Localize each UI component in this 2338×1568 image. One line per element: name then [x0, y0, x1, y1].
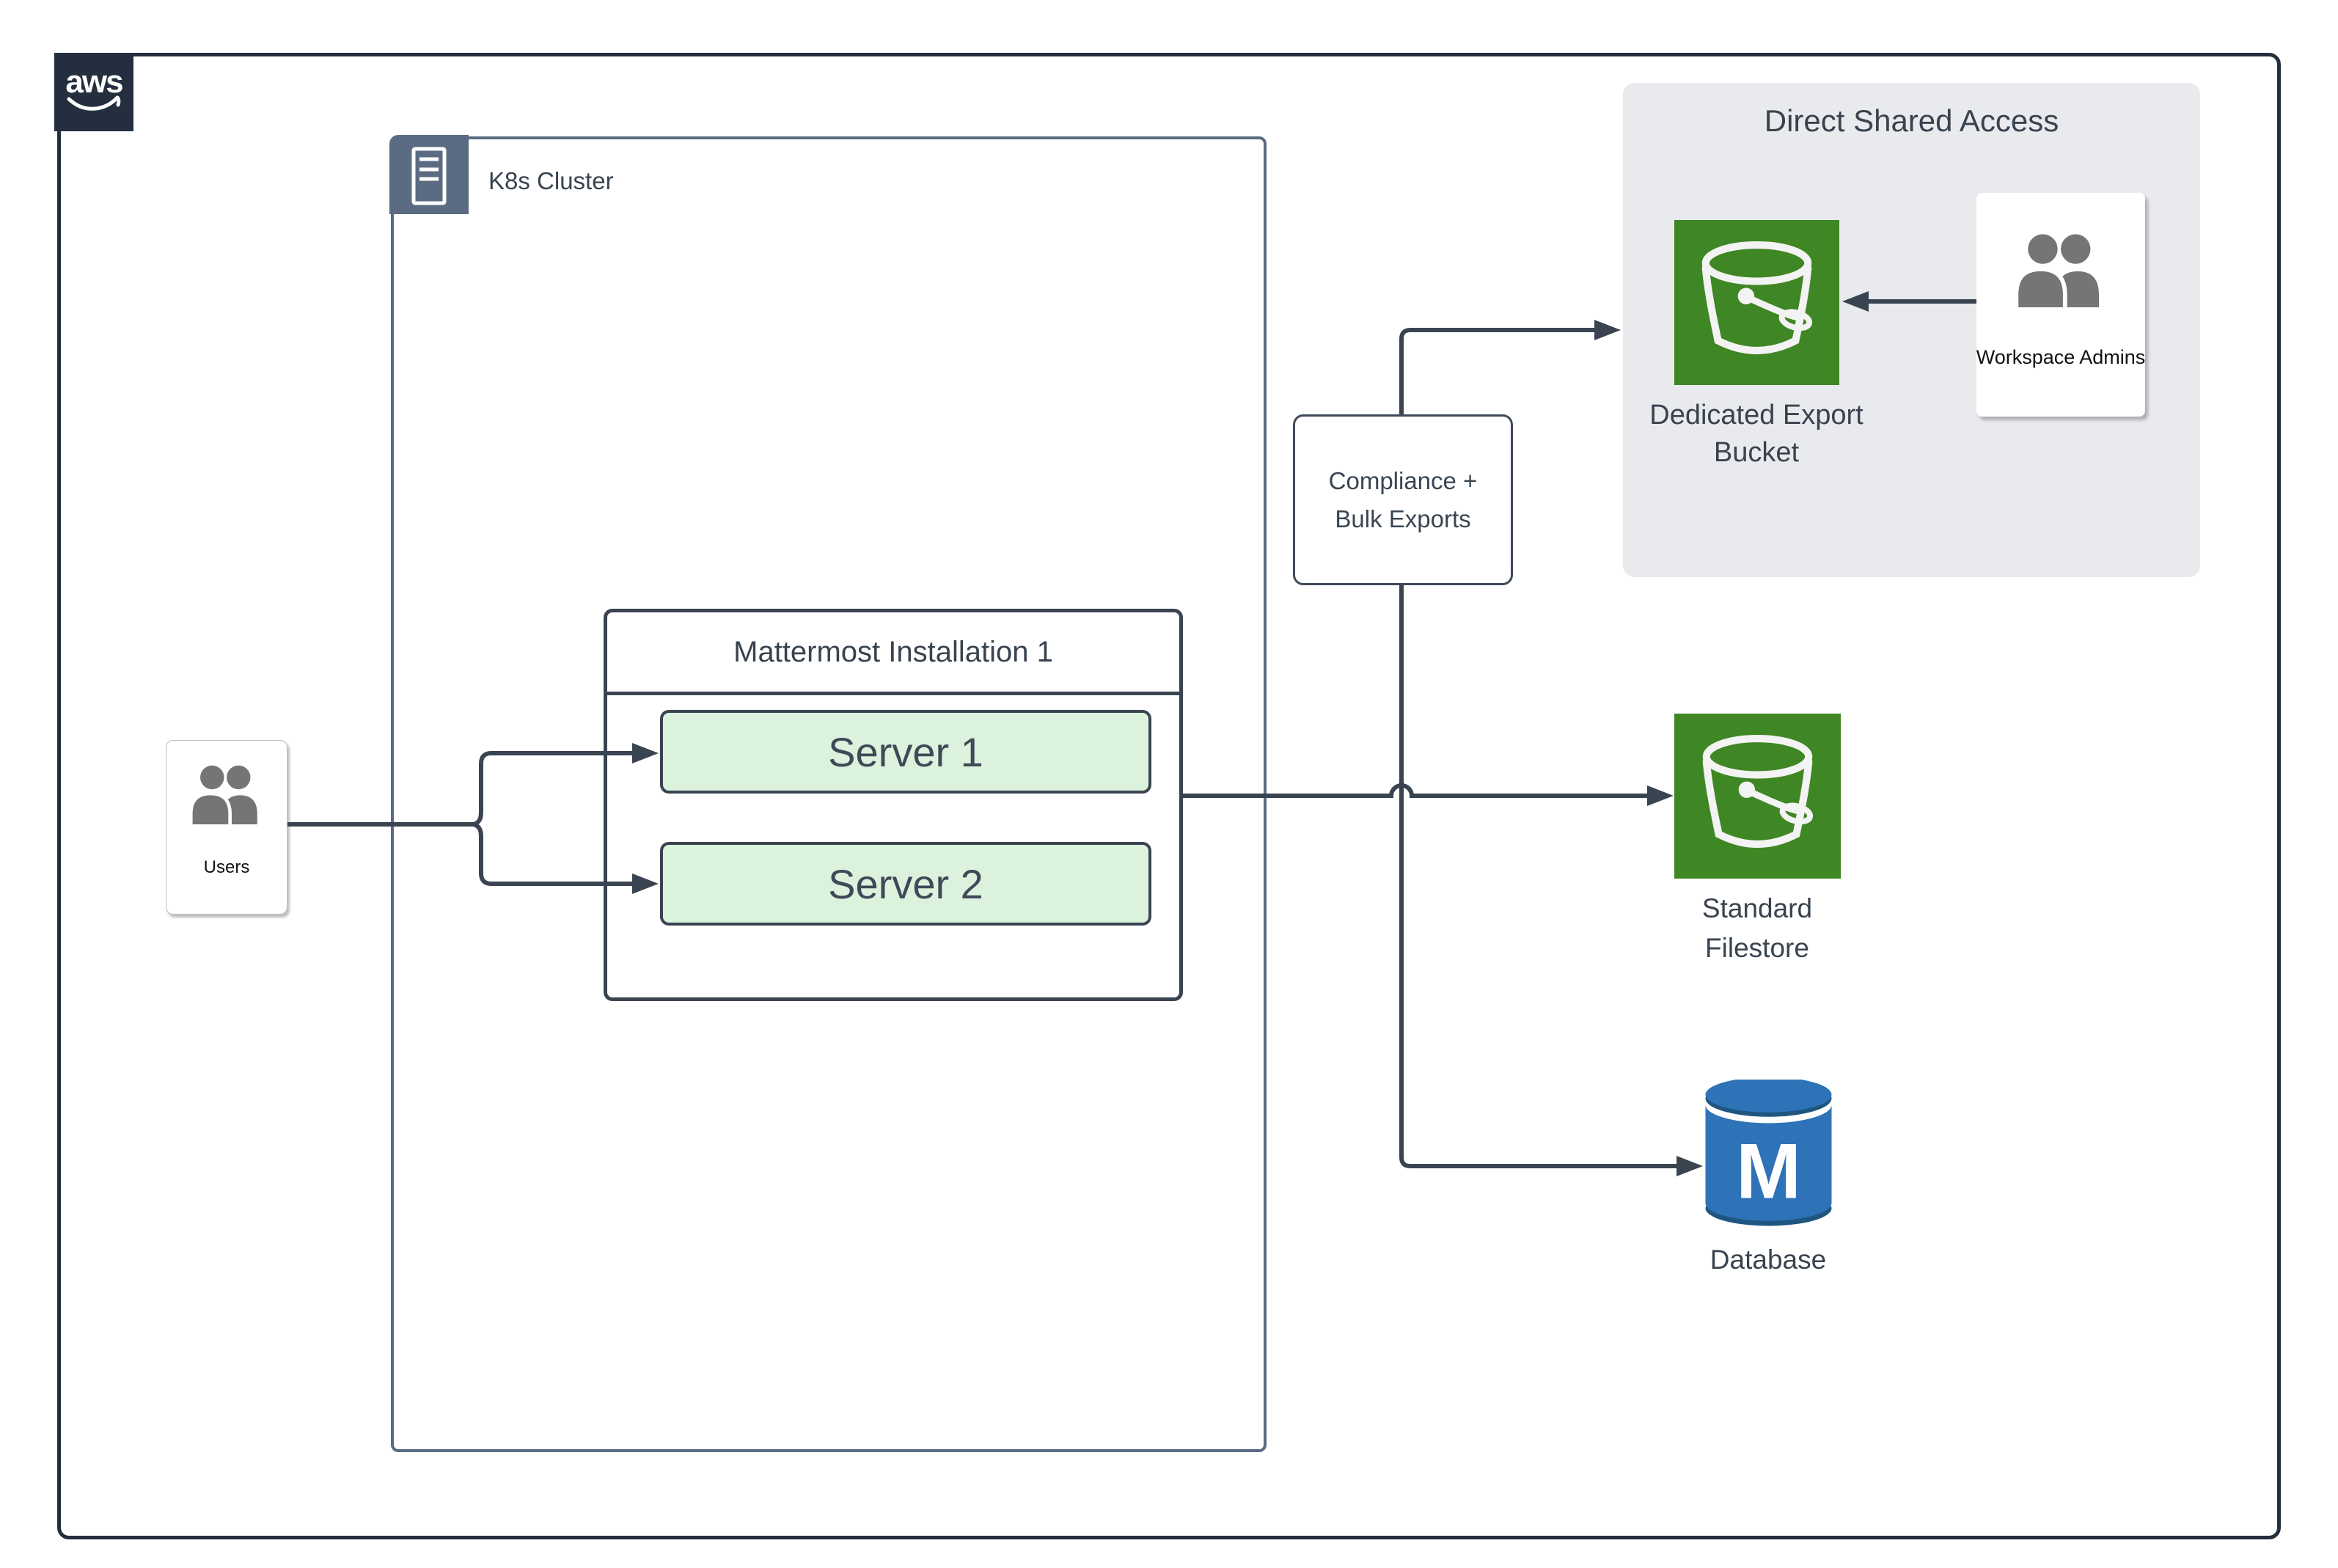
k8s-cluster-label: K8s Cluster [488, 167, 614, 194]
people-icon [184, 763, 269, 832]
aws-smile-tip [115, 95, 121, 107]
compliance-bulk-exports-node: Compliance + Bulk Exports [1293, 414, 1513, 585]
standard-filestore-label: Standard Filestore [1647, 889, 1867, 967]
standard-filestore-label-line1: Standard [1701, 893, 1813, 923]
direct-shared-access-title: Direct Shared Access [1764, 103, 2059, 138]
aws-smile-icon [67, 95, 120, 111]
standard-filestore-node [1674, 714, 1841, 879]
standard-filestore-label-line2: Filestore [1705, 932, 1809, 963]
dedicated-export-bucket-node [1674, 220, 1839, 385]
aws-logo-text: aws [65, 64, 122, 100]
server-1-node: Server 1 [660, 710, 1151, 794]
database-label: Database [1709, 1245, 1827, 1275]
aws-cloud-boundary [57, 53, 2281, 1539]
s3-bucket-icon [1674, 219, 1839, 387]
mattermost-installation-title: Mattermost Installation 1 [607, 612, 1179, 695]
dedicated-export-bucket-label-line1: Dedicated Export [1649, 400, 1864, 431]
workspace-admins-node: Workspace Admins [1976, 193, 2145, 417]
mattermost-installation: Mattermost Installation 1 Server 1 Serve… [604, 609, 1183, 1001]
direct-shared-access-panel: Direct Shared Access Dedicated Export Bu… [1623, 83, 2200, 577]
k8s-cluster-badge [389, 135, 469, 214]
server-2-node: Server 2 [660, 842, 1151, 926]
s3-bucket-icon [1674, 712, 1841, 881]
database-cylinder-icon: M [1705, 1077, 1832, 1240]
dedicated-export-bucket-label-line2: Bucket [1713, 437, 1800, 469]
database-monogram: M [1736, 1127, 1801, 1215]
dedicated-export-bucket-label: Dedicated Export Bucket [1635, 397, 1877, 472]
compliance-label-line2: Bulk Exports [1335, 505, 1471, 532]
workspace-admins-label: Workspace Admins [1976, 346, 2146, 368]
server-rack-icon [389, 147, 469, 217]
users-label: Users [203, 857, 250, 877]
people-icon [2006, 231, 2116, 316]
compliance-label-line1: Compliance + [1328, 467, 1478, 495]
database-node: M [1705, 1077, 1832, 1240]
aws-logo: aws [54, 53, 133, 131]
users-node: Users [166, 740, 287, 915]
